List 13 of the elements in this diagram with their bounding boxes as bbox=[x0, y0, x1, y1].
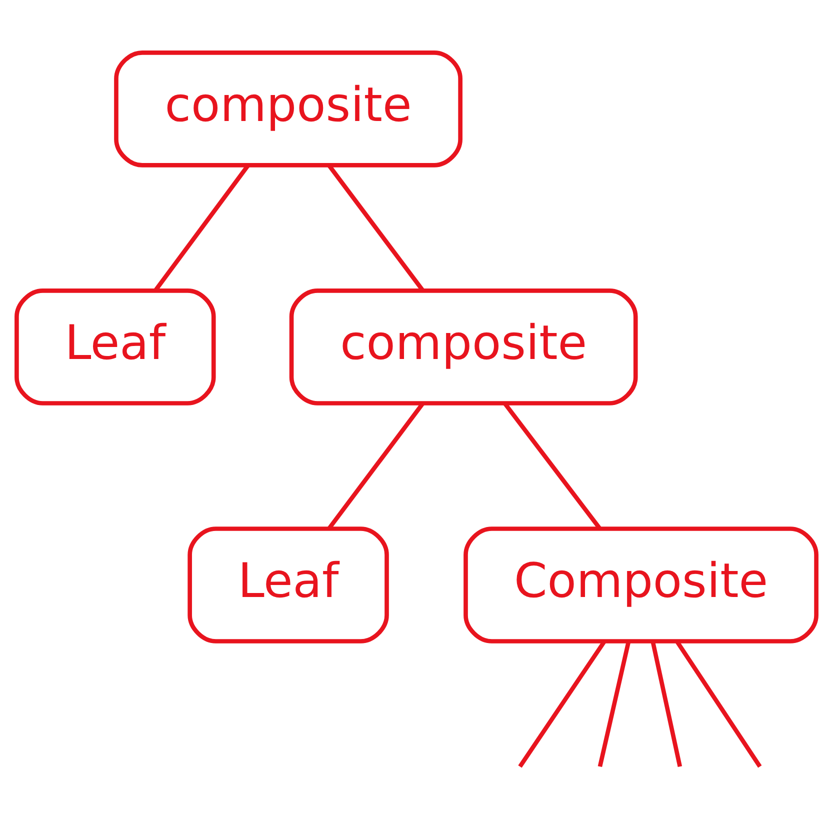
connector bbox=[650, 642, 682, 768]
node-box: Composite bbox=[464, 526, 818, 644]
node-box: composite bbox=[289, 288, 638, 406]
connector bbox=[503, 402, 602, 530]
connector bbox=[676, 640, 762, 768]
node-box: Leaf bbox=[188, 526, 389, 644]
connector bbox=[598, 642, 631, 768]
connector bbox=[154, 164, 250, 292]
node-box: Leaf bbox=[14, 288, 216, 406]
connector bbox=[328, 402, 425, 530]
connector bbox=[327, 164, 424, 292]
node-box: composite bbox=[114, 50, 462, 168]
connector bbox=[518, 640, 606, 768]
